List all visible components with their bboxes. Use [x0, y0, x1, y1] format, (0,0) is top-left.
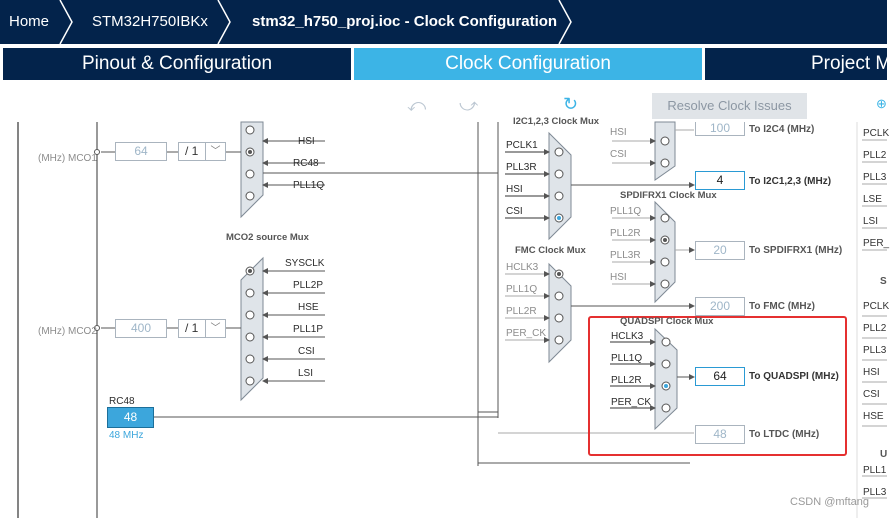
- resolve-clock-issues-button[interactable]: Resolve Clock Issues: [652, 93, 807, 119]
- mco2-input-pll1p: PLL1P: [293, 324, 324, 335]
- mco2-value[interactable]: 400: [115, 319, 167, 338]
- mco2-input-csi: CSI: [298, 346, 315, 357]
- i2c123-value[interactable]: 4: [695, 171, 745, 190]
- mco2-divider-select[interactable]: / 1 ﹀: [178, 319, 226, 338]
- i2c4-input-hsi: HSI: [610, 127, 627, 138]
- spdif-input-hsi: HSI: [610, 272, 627, 283]
- breadcrumb: [0, 0, 887, 44]
- chevron-right-icon: [59, 0, 73, 45]
- mco1-label: (MHz) MCO1: [38, 153, 97, 164]
- fmc-output-label: To FMC (MHz): [749, 301, 815, 312]
- mco1-value[interactable]: 64: [115, 142, 167, 161]
- fmc-mux-title: FMC Clock Mux: [515, 245, 586, 256]
- i2c123-input-hsi: HSI: [506, 184, 523, 195]
- mco1-input-hsi: HSI: [298, 136, 315, 147]
- quadspi-mux-title: QUADSPI Clock Mux: [620, 316, 714, 327]
- i2c123-mux-title: I2C1,2,3 Clock Mux: [513, 116, 600, 127]
- i2c4-input-csi: CSI: [610, 149, 627, 160]
- i2c123-output-label: To I2C1,2,3 (MHz): [749, 176, 832, 187]
- watermark: CSDN @mftang: [790, 496, 870, 508]
- quadspi-input-hclk3: HCLK3: [611, 331, 644, 342]
- quadspi-value[interactable]: 64: [695, 367, 745, 386]
- chevron-right-icon: [558, 0, 572, 45]
- breadcrumb-project[interactable]: stm32_h750_proj.ioc - Clock Configuratio…: [252, 13, 558, 30]
- ltdc-value[interactable]: 48: [695, 425, 745, 444]
- fmc-input-pll2r: PLL2R: [506, 306, 537, 317]
- i2c123-input-pll3r: PLL3R: [506, 162, 537, 173]
- right-signal: LSI: [863, 216, 879, 227]
- rc48-unit: 48 MHz: [109, 430, 144, 441]
- right-signal: PLL3: [863, 172, 887, 183]
- right-signal: PLL2: [863, 150, 887, 161]
- rc48-value[interactable]: 48: [107, 407, 154, 428]
- tab-project-manager[interactable]: Project M: [705, 48, 891, 80]
- mco2-input-lsi: LSI: [298, 368, 314, 379]
- mco1-divider-value: / 1: [185, 144, 199, 158]
- mco1-divider-select[interactable]: / 1 ﹀: [178, 142, 226, 161]
- mco2-input-sysclk: SYSCLK: [285, 258, 325, 269]
- spdif-mux-title: SPDIFRX1 Clock Mux: [620, 190, 717, 201]
- clock-tree-wiring: [17, 121, 887, 518]
- mco2-divider-value: / 1: [185, 321, 199, 335]
- right-signal: PCLK: [863, 301, 890, 312]
- i2c123-input-pclk1: PCLK1: [506, 140, 538, 151]
- mco2-mux-title: MCO2 source Mux: [226, 232, 309, 243]
- chevron-down-icon: ﹀: [205, 143, 225, 160]
- spdif-output-label: To SPDIFRX1 (MHz): [749, 245, 843, 256]
- i2c4-value[interactable]: 100: [695, 122, 745, 136]
- right-signal: PLL1: [863, 465, 887, 476]
- right-signal: PLL3: [863, 487, 887, 498]
- i2c123-input-csi: CSI: [506, 206, 523, 217]
- rc48-label: RC48: [109, 396, 135, 407]
- spdif-value[interactable]: 20: [695, 241, 745, 260]
- ltdc-output-label: To LTDC (MHz): [749, 429, 820, 440]
- spdif-input-pll2r: PLL2R: [610, 228, 641, 239]
- fmc-input-per-ck: PER_CK: [506, 328, 547, 339]
- right-signal: LSE: [863, 194, 882, 205]
- right-signal: PLL2: [863, 323, 887, 334]
- right-section-u: U: [880, 449, 888, 460]
- right-signal: HSI: [863, 367, 880, 378]
- right-signal: PER_: [863, 238, 890, 249]
- fmc-input-hclk3: HCLK3: [506, 262, 539, 273]
- breadcrumb-home[interactable]: Home: [9, 13, 50, 30]
- refresh-icon[interactable]: ↻: [563, 94, 579, 114]
- right-signal: PCLK: [863, 128, 890, 139]
- tab-clock-configuration[interactable]: Clock Configuration: [354, 48, 702, 80]
- breadcrumb-device[interactable]: STM32H750IBKx: [92, 13, 208, 30]
- mco1-input-pll1q: PLL1Q: [293, 180, 325, 191]
- right-signal: CSI: [863, 389, 880, 400]
- quadspi-output-label: To QUADSPI (MHz): [749, 371, 839, 382]
- quadspi-input-pll1q: PLL1Q: [611, 353, 643, 364]
- zoom-in-icon[interactable]: ⊕: [876, 96, 887, 111]
- quadspi-input-pll2r: PLL2R: [611, 375, 642, 386]
- mco2-input-pll2p: PLL2P: [293, 280, 324, 291]
- mco1-input-rc48: RC48: [293, 158, 319, 169]
- spdif-input-pll3r: PLL3R: [610, 250, 641, 261]
- quadspi-highlight: [588, 316, 847, 456]
- right-section-s: S: [880, 276, 887, 287]
- redo-icon[interactable]: ⤻: [459, 95, 479, 115]
- mco2-input-hse: HSE: [298, 302, 319, 313]
- right-signal: PLL3: [863, 345, 887, 356]
- right-signal: HSE: [863, 411, 884, 422]
- tab-pinout-configuration[interactable]: Pinout & Configuration: [3, 48, 351, 80]
- chevron-right-icon: [217, 0, 231, 45]
- fmc-input-pll1q: PLL1Q: [506, 284, 538, 295]
- i2c4-output-label: To I2C4 (MHz): [749, 124, 815, 135]
- mco2-label: (MHz) MCO2: [38, 326, 97, 337]
- quadspi-input-per-ck: PER_CK: [611, 397, 652, 408]
- chevron-down-icon: ﹀: [205, 320, 225, 337]
- undo-icon[interactable]: ⤺: [407, 95, 427, 115]
- spdif-input-pll1q: PLL1Q: [610, 206, 642, 217]
- fmc-value[interactable]: 200: [695, 297, 745, 316]
